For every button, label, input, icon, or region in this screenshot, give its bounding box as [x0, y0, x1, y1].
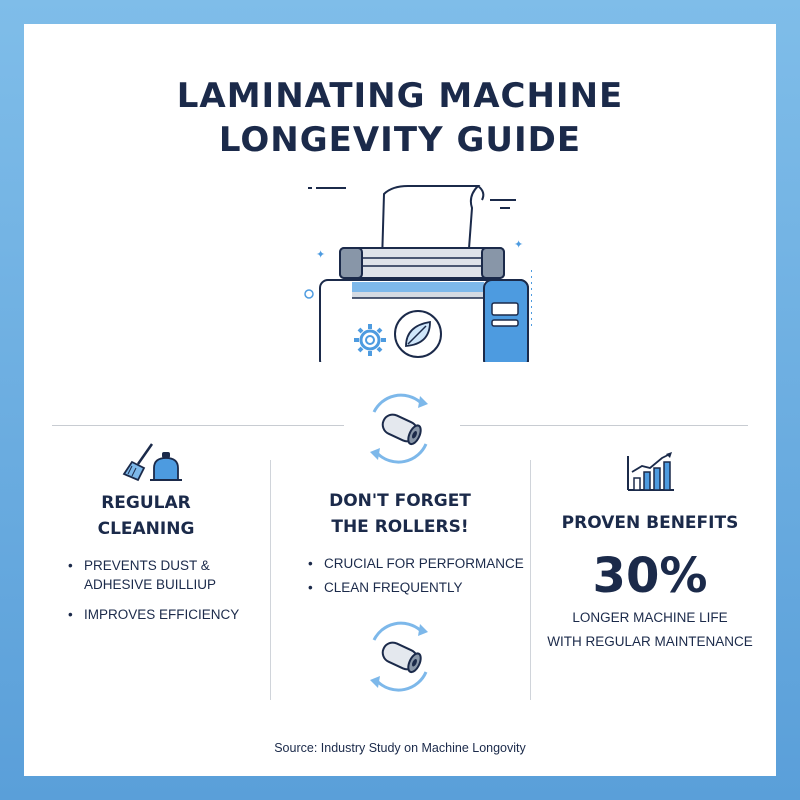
benefits-heading: PROVEN BENEFITS — [561, 513, 739, 533]
cleaning-bullet-list: PREVENTS DUST & ADHESIVE BUILLIUP IMPROV… — [66, 556, 266, 635]
cleaning-bullet: IMPROVES EFFICIENCY — [66, 605, 266, 624]
rollers-bullet: CLEAN FREQUENTLY — [306, 578, 526, 597]
infographic-card: LAMINATING MACHINE LONGEVITY GUIDE ✦ ✦ — [24, 24, 776, 776]
source-note: Source: Industry Study on Machine Longov… — [274, 741, 526, 755]
cleaning-heading-line-1: REGULAR — [101, 493, 191, 513]
column-divider-2 — [530, 460, 531, 700]
rollers-heading-line-2: THE ROLLERS! — [331, 517, 469, 537]
divider-right — [460, 425, 748, 426]
rotating-roller-icon — [370, 621, 428, 692]
growth-chart-icon — [627, 452, 674, 491]
svg-text:✦: ✦ — [316, 249, 325, 261]
stat-caption-line-1: LONGER MACHINE LIFE — [572, 610, 728, 625]
stat-caption: LONGER MACHINE LIFE WITH REGULAR MAINTEN… — [524, 606, 776, 654]
svg-text:✦: ✦ — [514, 239, 523, 251]
cleaning-bullet: PREVENTS DUST & ADHESIVE BUILLIUP — [66, 556, 266, 594]
page-title: LAMINATING MACHINE LONGEVITY GUIDE — [24, 74, 776, 162]
cleaning-heading-line-2: CLEANING — [97, 519, 195, 539]
rotating-roller-icon — [370, 393, 428, 464]
stat-caption-line-2: WITH REGULAR MAINTENANCE — [547, 634, 753, 649]
rollers-bullet: CRUCIAL FOR PERFORMANCE — [306, 554, 526, 573]
rollers-heading-line-1: DON'T FORGET — [329, 491, 471, 511]
stat-value: 30% — [592, 548, 708, 604]
title-line-2: LONGEVITY GUIDE — [218, 120, 582, 160]
divider-left — [52, 425, 344, 426]
title-line-1: LAMINATING MACHINE — [176, 76, 624, 116]
rollers-heading: DON'T FORGET THE ROLLERS! — [286, 488, 514, 540]
column-divider-1 — [270, 460, 271, 700]
cleaning-heading: REGULAR CLEANING — [76, 490, 216, 542]
broom-dustpan-icon — [122, 443, 182, 482]
laminating-machine-icon: ✦ ✦ — [304, 185, 532, 362]
rollers-bullet-list: CRUCIAL FOR PERFORMANCE CLEAN FREQUENTLY — [306, 554, 526, 602]
